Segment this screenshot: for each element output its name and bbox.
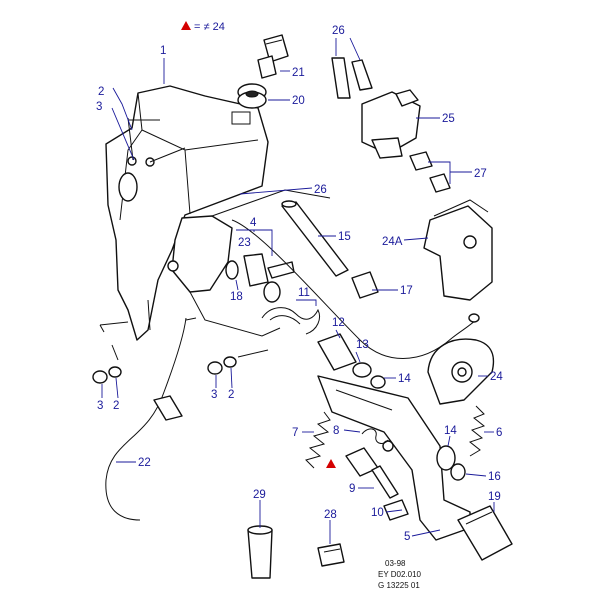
callout-26-lower: 26 — [314, 184, 327, 196]
callout-18: 18 — [230, 291, 243, 303]
small-spring — [361, 428, 389, 444]
return-spring — [261, 307, 320, 335]
callout-8: 8 — [333, 425, 339, 437]
bush-right — [436, 445, 466, 481]
marker-triangle — [326, 459, 336, 468]
callout-14: 14 — [398, 373, 411, 385]
callout-3-left: 3 — [97, 400, 103, 412]
callout-1: 1 — [160, 45, 166, 57]
pedal-box-bracket — [105, 85, 269, 341]
pin — [345, 447, 399, 499]
callout-29: 29 — [253, 489, 266, 501]
pivot-pin — [225, 253, 295, 303]
callout-20: 20 — [292, 95, 305, 107]
mounting-studs — [92, 119, 269, 384]
callout-2: 2 — [98, 86, 104, 98]
sleeve — [247, 525, 273, 579]
callout-15: 15 — [338, 231, 351, 243]
callout-4: 4 — [250, 217, 257, 229]
clip-lower — [383, 499, 409, 521]
callout-22: 22 — [138, 457, 151, 469]
switch-assembly — [331, 57, 451, 193]
callout-27: 27 — [474, 168, 487, 180]
callouts: 1 2 3 21 20 26 25 27 26 24A 4 23 15 17 1… — [96, 25, 503, 544]
callout-2-mid: 2 — [228, 389, 234, 401]
grommet — [237, 83, 267, 109]
callout-28: 28 — [324, 509, 337, 521]
pedal-pad — [457, 505, 513, 561]
tube — [281, 200, 349, 277]
callout-23: 23 — [238, 237, 251, 249]
callout-19: 19 — [488, 491, 501, 503]
callout-6: 6 — [496, 427, 502, 439]
callout-16: 16 — [488, 471, 501, 483]
footer-ref: G 13225 01 — [378, 581, 420, 590]
callout-26: 26 — [332, 25, 345, 37]
callout-2-left: 2 — [113, 400, 119, 412]
spring-right — [468, 405, 486, 457]
clip — [351, 271, 379, 299]
footer-code: EY D02.010 — [378, 570, 422, 579]
spring-left — [305, 411, 331, 469]
clamp — [317, 543, 345, 567]
callout-13: 13 — [356, 339, 369, 351]
reference-footer: 03-98 EY D02.010 G 13225 01 — [378, 559, 422, 590]
callout-7: 7 — [292, 427, 298, 439]
legend-marker-triangle — [181, 21, 191, 30]
callout-3-mid: 3 — [211, 389, 217, 401]
gear-quadrant — [423, 199, 493, 301]
pivot-bracket — [167, 189, 331, 337]
callout-24: 24 — [490, 371, 503, 383]
callout-14-right: 14 — [444, 425, 457, 437]
callout-10: 10 — [371, 507, 384, 519]
callout-24A: 24A — [382, 236, 403, 248]
callout-17: 17 — [400, 285, 413, 297]
legend: = ≠ 24 — [181, 21, 225, 33]
switch-connector — [257, 34, 289, 79]
callout-3: 3 — [96, 101, 102, 113]
callout-21: 21 — [292, 67, 305, 79]
gear-segment — [427, 338, 495, 405]
cable — [105, 219, 480, 521]
callout-25: 25 — [442, 113, 455, 125]
bushes — [317, 333, 386, 389]
callout-5: 5 — [404, 531, 410, 543]
legend-text: = ≠ 24 — [194, 21, 225, 33]
callout-11: 11 — [298, 287, 310, 299]
callout-9: 9 — [349, 483, 355, 495]
footer-date: 03-98 — [385, 559, 406, 568]
callout-12: 12 — [332, 317, 345, 329]
pedal-arm — [317, 375, 471, 541]
